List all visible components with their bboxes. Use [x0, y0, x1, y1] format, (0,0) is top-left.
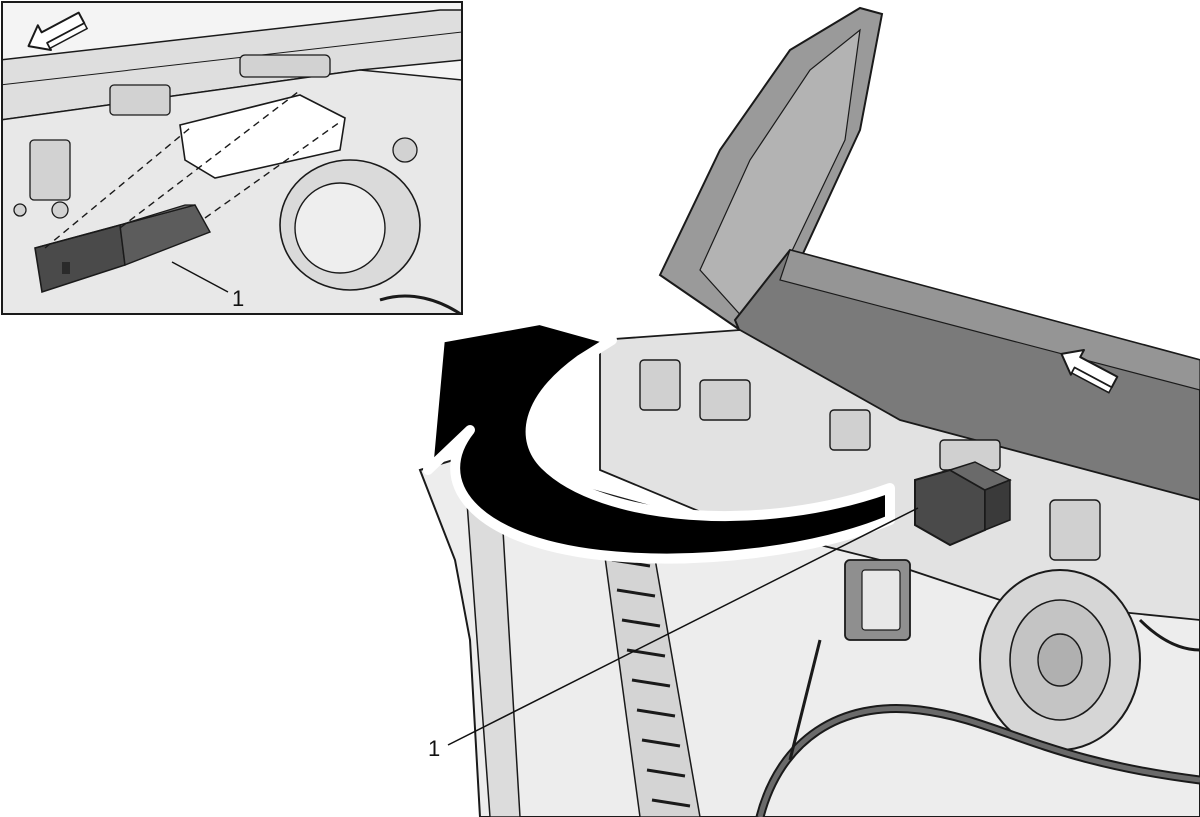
callout-label-main: 1 [428, 736, 440, 761]
inset-brackets [13, 54, 418, 219]
callout-label-inset: 1 [232, 286, 244, 311]
forward-arrow-icon [27, 11, 89, 51]
forward-arrow-icon [1060, 349, 1119, 394]
callout-leader-main [447, 507, 919, 746]
curved-arrow-icon [423, 315, 895, 564]
beltline-rail-top [779, 249, 1200, 391]
inset-install-path [44, 91, 341, 249]
wiring-harness [755, 618, 1200, 817]
inset-speaker [279, 159, 421, 291]
speaker-housing [979, 569, 1141, 751]
connector-block [844, 559, 911, 641]
main-view: 1 [418, 6, 1200, 817]
inset-detail-view: 1 [1, 1, 463, 315]
inset-module-pocket [179, 94, 346, 179]
callout-leader-inset [171, 261, 229, 293]
inset-door-control-module [34, 204, 212, 294]
door-control-module [914, 461, 1012, 547]
